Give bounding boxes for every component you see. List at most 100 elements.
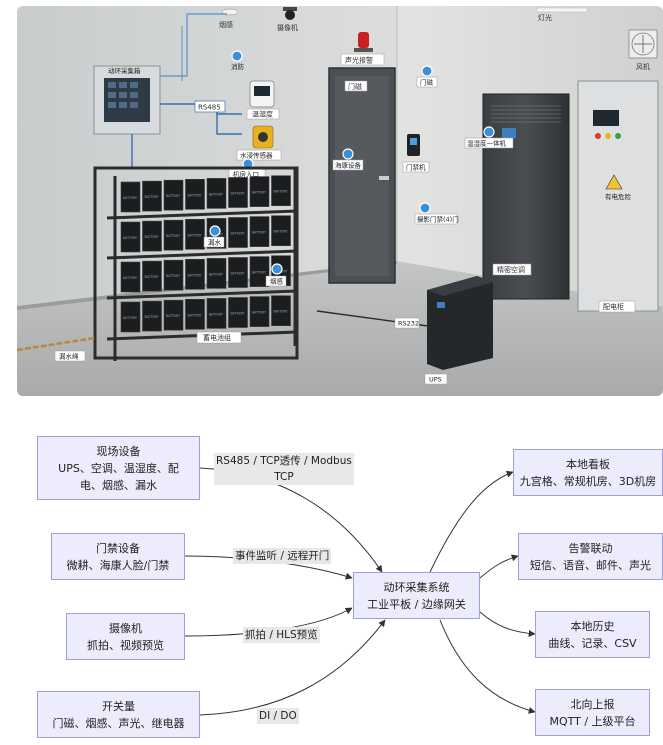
node-switch-io: 开关量 门磁、烟感、声光、继电器	[37, 691, 200, 738]
map-pin-icon	[483, 126, 495, 138]
battery-cell	[142, 180, 162, 212]
battery-cell	[206, 258, 227, 289]
battery-cell	[120, 221, 141, 253]
battery-cell	[228, 177, 248, 208]
battery-cell	[185, 179, 205, 210]
camera-label: 摄像机	[277, 23, 298, 32]
precision-ac-label: 精密空调	[497, 265, 525, 274]
node-desc: 九宫格、常规机房、3D机房	[519, 474, 657, 488]
battery-cell	[120, 181, 141, 213]
battery-cell-label: BATTERY	[166, 234, 180, 238]
battery-cell	[206, 178, 227, 209]
battery-cell-label: BATTERY	[252, 231, 266, 235]
battery-cell-label: BATTERY	[209, 192, 223, 196]
battery-cell	[271, 295, 291, 327]
battery-cell-label: BATTERY	[209, 272, 223, 276]
map-pin-icon	[342, 148, 354, 160]
battery-cell-label: BATTERY	[188, 313, 202, 317]
water-leak-label: 漏水	[208, 238, 222, 247]
node-alarm-linkage: 告警联动 短信、语音、邮件、声光	[518, 533, 663, 580]
battery-cell-label: BATTERY	[231, 312, 245, 316]
battery-cell	[271, 215, 291, 246]
edge-label-line: RS485 / TCP透传 / Modbus	[216, 455, 352, 467]
node-access-devices: 门禁设备 微耕、海康人脸/门禁	[51, 533, 185, 580]
node-desc: 短信、语音、邮件、声光	[530, 558, 651, 572]
battery-cell	[185, 298, 205, 330]
node-title: 告警联动	[568, 541, 613, 555]
battery-cell-label: BATTERY	[123, 316, 137, 320]
map-pin-icon	[231, 50, 243, 62]
node-local-history: 本地历史 曲线、记录、CSV	[535, 611, 650, 658]
battery-cell-label: BATTERY	[123, 196, 137, 200]
rs485-label: RS485	[198, 104, 221, 112]
edge-center-north	[439, 619, 536, 714]
battery-cell-label: BATTERY	[274, 190, 288, 194]
battery-cell-label: BATTERY	[145, 275, 159, 279]
smoke-label: 烟感	[219, 20, 233, 29]
battery-cell	[249, 216, 270, 247]
alarm-label: 声光报警	[345, 56, 373, 65]
node-northbound: 北向上报 MQTT / 上级平台	[535, 689, 650, 736]
node-field-devices: 现场设备 UPS、空调、温湿度、配 电、烟感、漏水	[37, 436, 200, 500]
node-desc: 电、烟感、漏水	[80, 478, 157, 492]
battery-group-label: 蓄电池组	[203, 333, 231, 342]
node-desc: 工业平板 / 边缘网关	[367, 597, 466, 611]
battery-rack: BATTERY BATTERY BATTERY BATTERY BATTERY BATTE…	[93, 166, 299, 361]
battery-cell	[163, 219, 184, 251]
sensor-pin-label: 海康设备	[335, 161, 362, 170]
thermo-label: 温湿度	[252, 110, 273, 119]
battery-cell-label: BATTERY	[252, 191, 266, 195]
battery-cell-label: BATTERY	[209, 312, 223, 316]
map-pin-icon	[419, 202, 431, 214]
node-title: 本地历史	[570, 619, 615, 633]
battery-cell	[249, 296, 270, 327]
fan-icon	[628, 29, 658, 59]
edge-center-history	[479, 611, 536, 637]
edge-label-protocols: RS485 / TCP透传 / Modbus TCP	[214, 453, 354, 485]
battery-cell-label: BATTERY	[166, 274, 180, 278]
edge-label-camera: 抓拍 / HLS预览	[243, 627, 320, 643]
battery-cell	[228, 297, 248, 328]
map-pin-icon	[421, 65, 433, 77]
edge-center-board	[429, 470, 514, 573]
door-lock-label: 摄影门禁(4)门	[417, 215, 459, 224]
map-pin-icon	[271, 263, 283, 275]
battery-cell	[163, 179, 184, 211]
battery-cell	[185, 219, 205, 250]
battery-cell	[120, 261, 141, 293]
node-camera: 摄像机 抓拍、视频预览	[66, 613, 185, 660]
battery-cell-label: BATTERY	[145, 235, 159, 239]
battery-cell	[228, 257, 248, 288]
water-pipe-label: 漏水绳	[59, 352, 79, 361]
ac-pin-label: 温湿度一体机	[467, 139, 507, 148]
battery-cell-label: BATTERY	[231, 272, 245, 276]
power-cabinet-label: 配电柜	[603, 302, 624, 311]
node-local-board: 本地看板 九宫格、常规机房、3D机房	[513, 449, 663, 496]
battery-cell	[228, 217, 248, 248]
map-pin-icon	[209, 225, 221, 237]
node-desc: 微耕、海康人脸/门禁	[66, 558, 170, 572]
edge-label-dido: DI / DO	[257, 708, 299, 724]
battery-cell	[206, 298, 227, 329]
node-desc: 门磁、烟感、声光、继电器	[52, 716, 185, 730]
battery-cell-label: BATTERY	[188, 273, 202, 277]
access-control-label: 门禁机	[406, 163, 426, 172]
entry-label: 机房入口	[233, 170, 259, 179]
node-title: 开关量	[102, 699, 135, 713]
battery-cell	[142, 220, 162, 252]
battery-cell-label: BATTERY	[231, 232, 245, 236]
fire-label: 消防	[231, 62, 245, 71]
battery-cell	[271, 175, 291, 206]
battery-cell-label: BATTERY	[188, 233, 202, 237]
battery-cell-label: BATTERY	[145, 195, 159, 199]
battery-cell	[163, 299, 184, 331]
edge-label-line: TCP	[274, 471, 294, 483]
battery-cell	[163, 259, 184, 291]
edge-label-access: 事件监听 / 远程开门	[233, 548, 332, 564]
battery-cell	[120, 301, 141, 333]
node-title: 现场设备	[96, 444, 141, 458]
cabinet-label: 动环采集箱	[108, 66, 141, 75]
battery-cell	[142, 260, 162, 292]
node-title: 门禁设备	[96, 541, 140, 555]
camera-icon	[283, 7, 297, 20]
